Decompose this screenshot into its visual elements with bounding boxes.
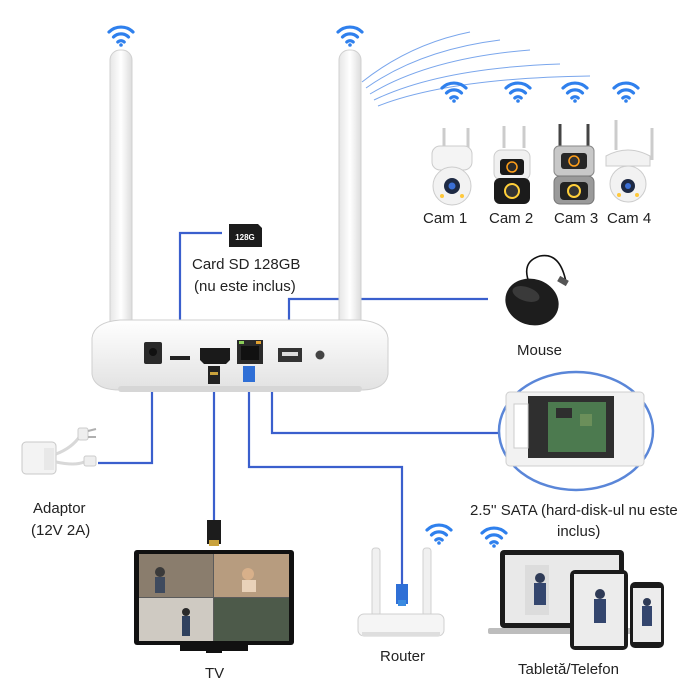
left-antenna	[109, 49, 133, 357]
wifi-icon	[425, 523, 453, 547]
camera-label-1: Cam 1	[423, 210, 468, 227]
camera-label-4: Cam 4	[607, 210, 652, 227]
sd-card-label-line1: Card SD 128GB	[192, 256, 301, 273]
camera-label-2: Cam 2	[489, 210, 534, 227]
hdd-line	[270, 385, 500, 435]
wifi-icon	[561, 81, 589, 105]
camera-icon	[605, 120, 654, 203]
right-antenna	[338, 49, 362, 357]
sd-slot	[170, 356, 190, 360]
sd-card-label-line2: (nu este inclus)	[194, 278, 296, 295]
hdmi-port	[200, 348, 230, 364]
router-icon	[357, 523, 453, 637]
tablet-phone-label: Tabletă/Telefon	[518, 661, 619, 678]
camera-label-3: Cam 3	[554, 210, 599, 227]
hdd-icon	[497, 370, 655, 492]
tv-label: TV	[205, 665, 225, 682]
adapter-label-line2: (12V 2A)	[31, 522, 91, 539]
router-label: Router	[380, 648, 426, 665]
wifi-icon	[612, 81, 640, 105]
tablet-icon	[570, 570, 628, 650]
adapter-icon	[21, 427, 97, 475]
tv-icon	[134, 550, 294, 653]
wireless-waves	[361, 31, 591, 107]
wifi-icon	[480, 526, 508, 550]
reset-hole	[315, 350, 325, 360]
lan-plug	[243, 366, 255, 382]
cameras-group	[431, 81, 654, 206]
router-line	[247, 380, 404, 585]
mouse-label: Mouse	[517, 342, 563, 359]
camera-icon	[553, 124, 595, 205]
sd-card-icon: 128G	[229, 224, 262, 247]
sd-card-line	[178, 231, 222, 352]
camera-icon	[431, 128, 473, 206]
adapter-label-line1: Adaptor	[33, 500, 86, 517]
hdd-label-line2: inclus)	[557, 523, 601, 540]
phone-icon	[630, 582, 664, 648]
devices-group	[480, 526, 664, 650]
nvr-device	[91, 49, 389, 392]
sd-chip-text: 128G	[235, 233, 255, 242]
wifi-icon	[504, 81, 532, 105]
adapter-line	[98, 358, 154, 465]
hdd-label-line1: 2.5'' SATA (hard-disk-ul nu este	[470, 502, 678, 519]
mouse-icon	[505, 254, 569, 326]
hdmi-cable-plug	[207, 520, 221, 544]
camera-icon	[493, 126, 531, 204]
wifi-icon	[107, 25, 135, 49]
wifi-icon	[336, 25, 364, 49]
